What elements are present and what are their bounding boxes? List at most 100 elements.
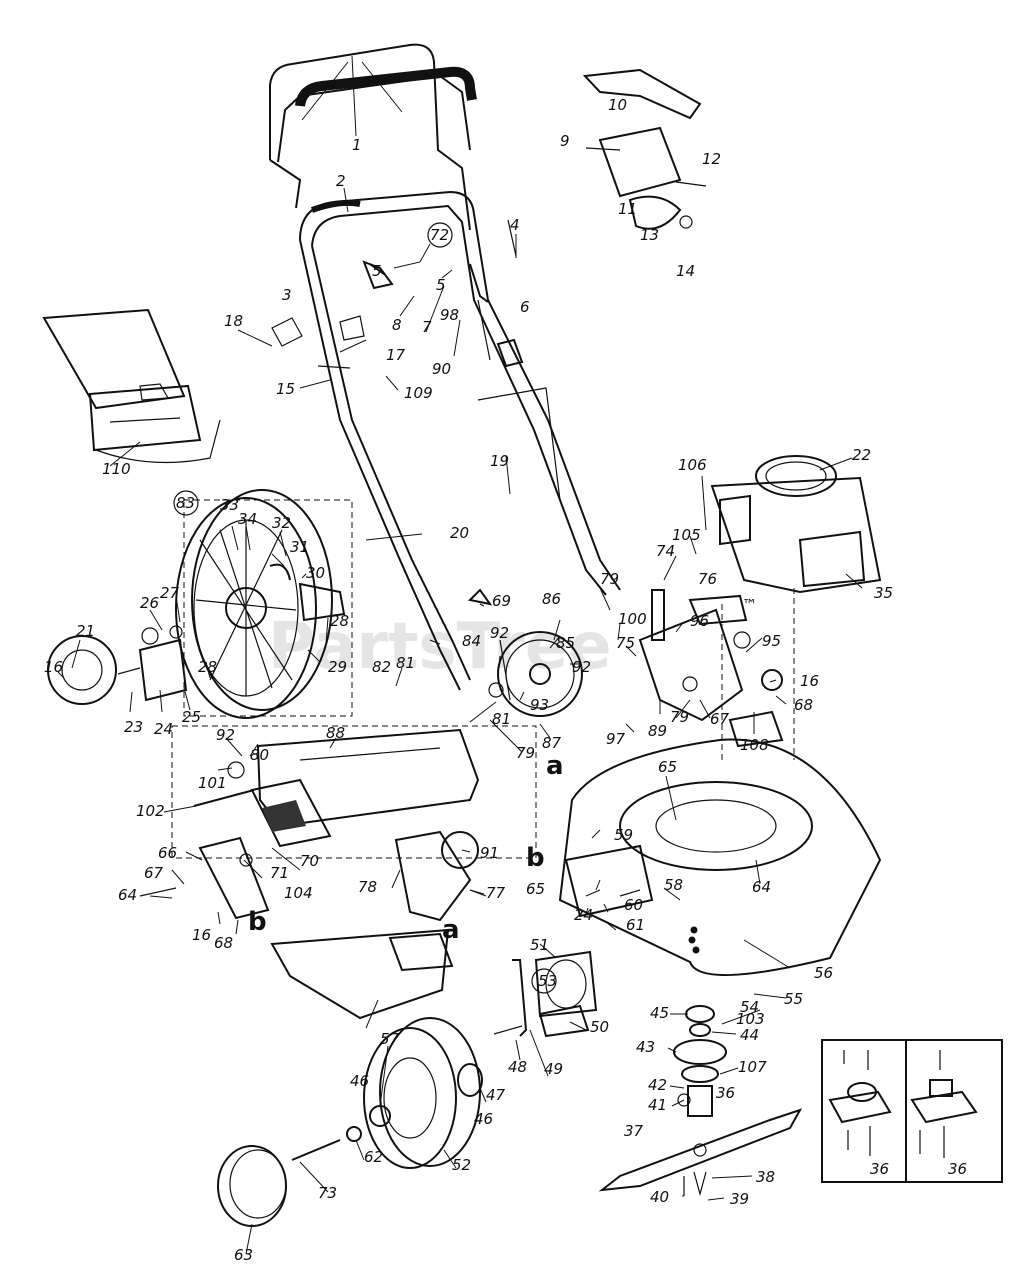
label-108: 108 bbox=[740, 736, 769, 754]
label-50: 50 bbox=[590, 1018, 609, 1036]
throttle-bracket bbox=[638, 589, 784, 748]
label-5b: 5 bbox=[436, 276, 446, 294]
label-37: 37 bbox=[624, 1122, 644, 1140]
label-102: 102 bbox=[136, 802, 165, 820]
label-79b: 79 bbox=[670, 708, 689, 726]
label-92a: 92 bbox=[490, 624, 509, 642]
grass-catcher-bag bbox=[42, 308, 221, 464]
label-1: 1 bbox=[352, 136, 362, 154]
label-47: 47 bbox=[486, 1086, 506, 1104]
label-16a: 16 bbox=[44, 658, 63, 676]
label-103: 103 bbox=[736, 1010, 765, 1028]
label-57: 57 bbox=[380, 1030, 400, 1048]
label-77: 77 bbox=[486, 884, 506, 902]
ref-letter-b-deck: b bbox=[526, 843, 545, 873]
part-labels: 1 2 3 4 5 5 6 7 8 9 10 11 12 13 14 15 16… bbox=[44, 96, 967, 1264]
label-24a: 24 bbox=[154, 720, 173, 738]
label-14: 14 bbox=[676, 262, 695, 280]
label-26: 26 bbox=[140, 594, 159, 612]
label-3: 3 bbox=[282, 286, 292, 304]
label-22: 22 bbox=[852, 446, 871, 464]
label-9: 9 bbox=[560, 132, 570, 150]
label-54: 54 bbox=[740, 998, 759, 1016]
mower-blade-37 bbox=[598, 1108, 803, 1197]
hub-cap-63 bbox=[217, 1139, 341, 1227]
label-31: 31 bbox=[290, 538, 309, 556]
blade-adapter-inset-left bbox=[828, 1050, 892, 1156]
front-wheel-52 bbox=[346, 1017, 483, 1169]
height-adjuster-pivot bbox=[394, 830, 487, 922]
label-66: 66 bbox=[158, 844, 177, 862]
label-39: 39 bbox=[730, 1190, 749, 1208]
label-92b: 92 bbox=[572, 658, 591, 676]
label-91: 91 bbox=[480, 844, 499, 862]
label-71: 71 bbox=[270, 864, 289, 882]
label-20: 20 bbox=[450, 524, 469, 542]
engine-35 bbox=[710, 455, 882, 594]
label-21: 21 bbox=[76, 622, 95, 640]
label-30: 30 bbox=[306, 564, 325, 582]
label-40: 40 bbox=[650, 1188, 669, 1206]
label-75: 75 bbox=[616, 634, 635, 652]
label-70: 70 bbox=[300, 852, 319, 870]
label-98: 98 bbox=[440, 306, 459, 324]
label-13: 13 bbox=[640, 226, 659, 244]
inset-box bbox=[821, 1039, 1003, 1183]
label-84: 84 bbox=[462, 632, 481, 650]
label-64b: 64 bbox=[752, 878, 771, 896]
label-65a: 65 bbox=[658, 758, 677, 776]
callout-circle-83 bbox=[173, 490, 199, 516]
wheel-height-bracket bbox=[493, 950, 598, 1038]
label-19: 19 bbox=[490, 452, 509, 470]
label-105: 105 bbox=[672, 526, 701, 544]
label-28a: 28 bbox=[198, 658, 217, 676]
label-33: 33 bbox=[220, 496, 239, 514]
label-18: 18 bbox=[224, 312, 243, 330]
label-82: 82 bbox=[372, 658, 391, 676]
label-72: 72 bbox=[430, 226, 449, 244]
label-42: 42 bbox=[648, 1076, 667, 1094]
rear-wheel-assembly bbox=[47, 489, 346, 719]
label-79a: 79 bbox=[600, 570, 619, 588]
reference-letters: a a b b bbox=[248, 751, 564, 945]
label-6: 6 bbox=[520, 298, 530, 316]
label-53: 53 bbox=[538, 972, 557, 990]
ref-letter-a-bottom: a bbox=[442, 915, 460, 945]
label-78: 78 bbox=[358, 878, 377, 896]
label-41: 41 bbox=[648, 1096, 667, 1114]
label-51: 51 bbox=[530, 936, 549, 954]
label-69: 69 bbox=[492, 592, 511, 610]
lower-handle bbox=[299, 190, 621, 691]
callout-circle-53 bbox=[531, 968, 557, 994]
label-76: 76 bbox=[698, 570, 717, 588]
label-52: 52 bbox=[452, 1156, 471, 1174]
label-68b: 68 bbox=[794, 696, 813, 714]
upper-handle bbox=[269, 43, 477, 231]
label-24b: 24 bbox=[574, 906, 593, 924]
label-88: 88 bbox=[326, 724, 345, 742]
ref-letter-a-top: a bbox=[546, 751, 564, 781]
label-61: 61 bbox=[626, 916, 645, 934]
label-46a: 46 bbox=[350, 1072, 369, 1090]
label-81b: 81 bbox=[492, 710, 511, 728]
label-23: 23 bbox=[124, 718, 143, 736]
label-48: 48 bbox=[508, 1058, 527, 1076]
label-36b: 36 bbox=[870, 1160, 889, 1178]
label-15: 15 bbox=[276, 380, 295, 398]
mower-deck-56 bbox=[558, 738, 882, 977]
label-79c: 79 bbox=[516, 744, 535, 762]
label-62: 62 bbox=[364, 1148, 383, 1166]
label-36c: 36 bbox=[948, 1160, 967, 1178]
label-74: 74 bbox=[656, 542, 675, 560]
label-83: 83 bbox=[176, 494, 195, 512]
label-93: 93 bbox=[530, 696, 549, 714]
label-12: 12 bbox=[702, 150, 721, 168]
label-35: 35 bbox=[874, 584, 893, 602]
label-86: 86 bbox=[542, 590, 561, 608]
label-89: 89 bbox=[648, 722, 667, 740]
label-65b: 65 bbox=[526, 880, 545, 898]
blade-adapter-inset-right bbox=[910, 1050, 978, 1158]
control-lever-assembly bbox=[582, 68, 707, 230]
label-87: 87 bbox=[542, 734, 562, 752]
label-109: 109 bbox=[404, 384, 433, 402]
